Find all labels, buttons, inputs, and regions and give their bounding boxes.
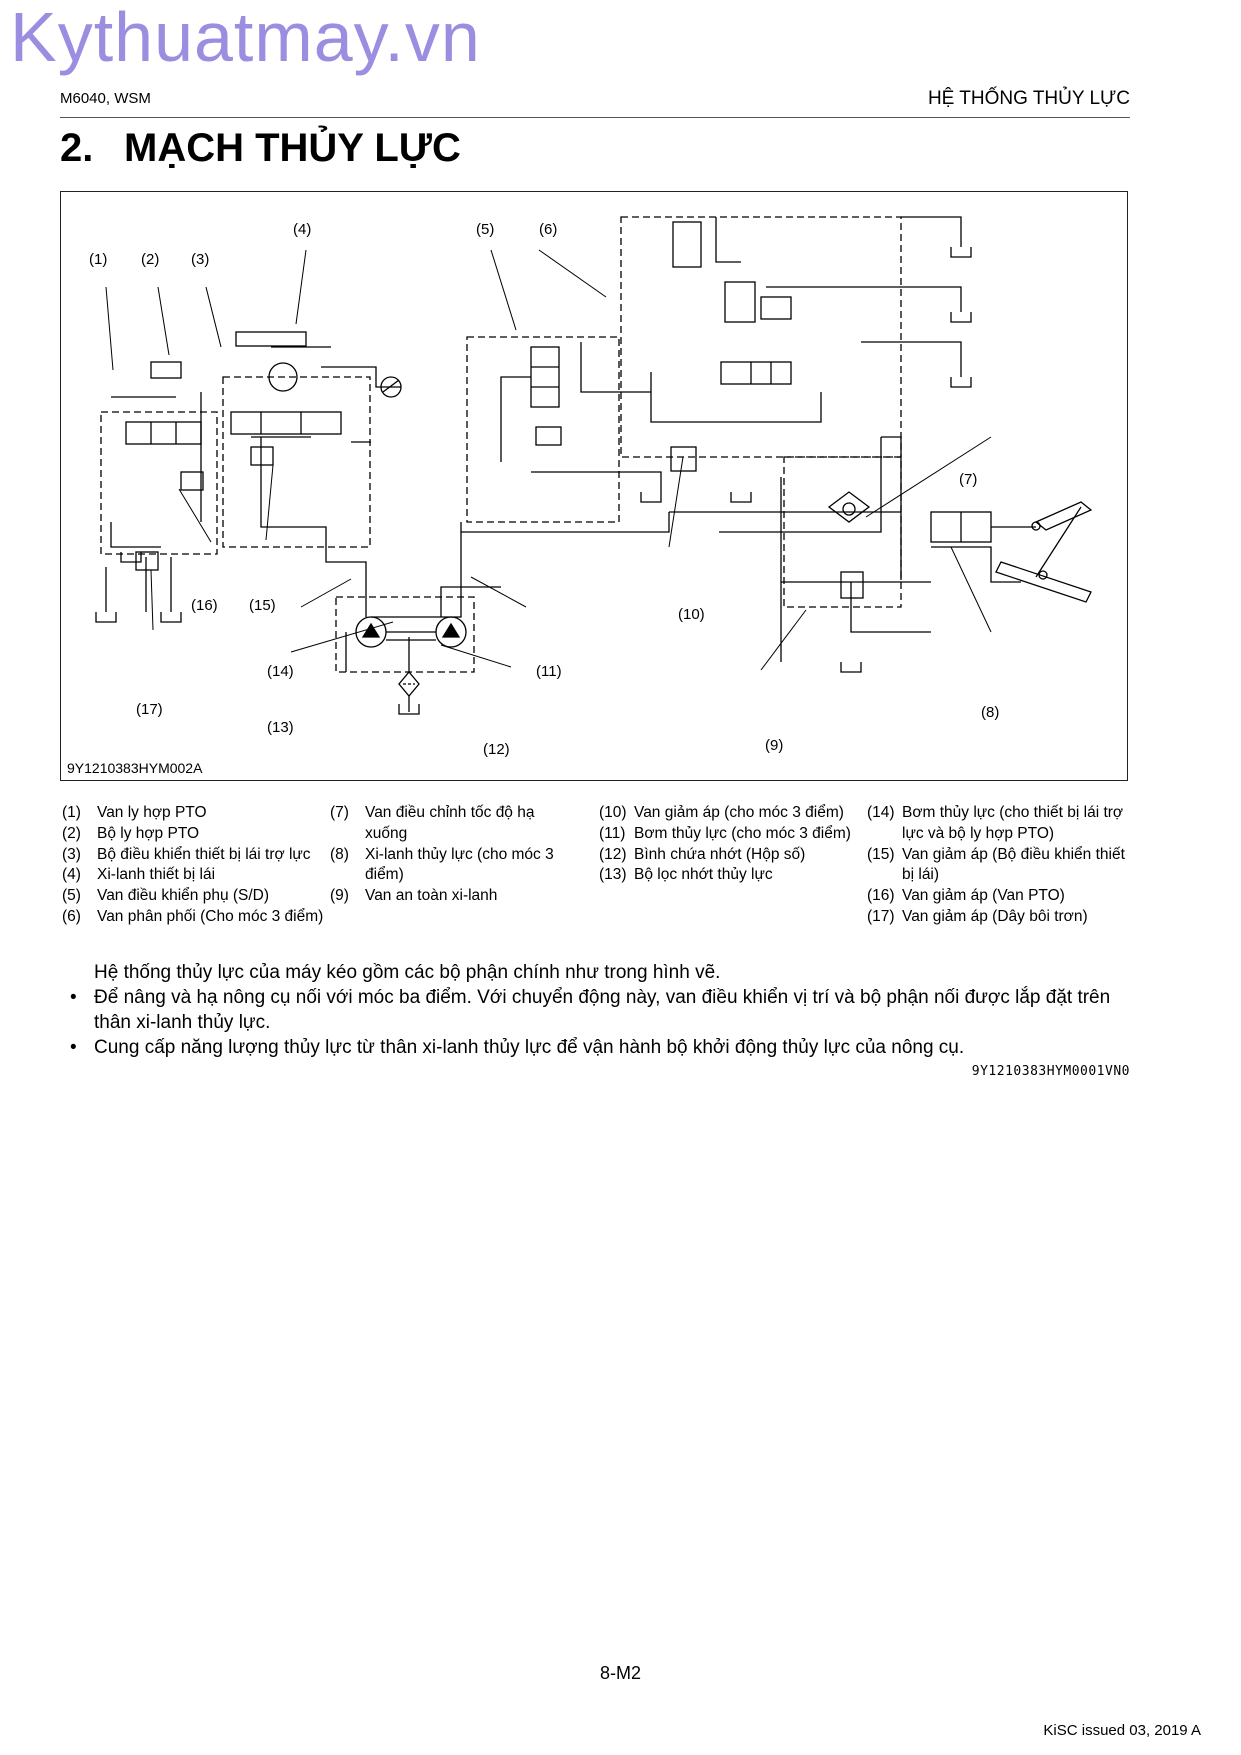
header-model: M6040, WSM [60, 90, 151, 107]
legend-item: (12)Bình chứa nhớt (Hộp số) [599, 845, 806, 863]
watermark: Kythuatmay.vn [10, 0, 481, 76]
valve-blocks [125, 221, 871, 599]
pressure-gauge [380, 376, 402, 398]
callout-16: (16) [191, 597, 218, 614]
legend-item: (4)Xi-lanh thiết bị lái [62, 866, 216, 884]
callout-labels: (1) (2) (3) (4) (5) (6) (7) (8) (9) (10)… [89, 221, 999, 758]
filter-tank [398, 670, 420, 715]
legend-item: (6)Van phân phối (Cho móc 3 điểm) [62, 907, 324, 925]
pumps [355, 616, 467, 648]
legend-item: (13)Bộ lọc nhớt thủy lực [599, 866, 773, 884]
legend-item: (5)Van điều khiển phụ (S/D) [62, 887, 270, 905]
title-text: MẠCH THỦY LỰC [124, 126, 461, 170]
callout-6: (6) [539, 221, 557, 238]
three-point-linkage [995, 501, 1093, 603]
header-section: HỆ THỐNG THỦY LỰC [927, 88, 1130, 109]
legend-item: (17)Van giảm áp (Dây bôi trơn) [867, 907, 1088, 925]
lift-cylinder [930, 511, 1036, 543]
callout-13: (13) [267, 719, 294, 736]
page-number: 8-M2 [599, 1663, 641, 1683]
callout-4: (4) [293, 221, 311, 238]
legend-item: (1)Van ly hợp PTO [62, 804, 207, 821]
callout-9: (9) [765, 737, 783, 754]
callout-12: (12) [483, 741, 510, 758]
callout-3: (3) [191, 251, 209, 268]
callout-15: (15) [249, 597, 276, 614]
callout-8: (8) [981, 704, 999, 721]
callout-17: (17) [136, 701, 163, 718]
callout-2: (2) [141, 251, 159, 268]
legend-item: (11)Bơm thủy lực (cho móc 3 điểm) [599, 824, 851, 842]
legend-item: (7)Van điều chỉnh tốc độ hạ xuống [330, 804, 535, 842]
legend-item: (8)Xi-lanh thủy lực (cho móc 3 điểm) [330, 845, 554, 884]
legend-item: (15)Van giảm áp (Bộ điều khiển thiết bị … [867, 845, 1125, 884]
legend-item: (14)Bơm thủy lực (cho thiết bị lái trợ l… [867, 804, 1124, 842]
body-text: Hệ thống thủy lực của máy kéo gồm các bộ… [70, 960, 1134, 1060]
callout-5: (5) [476, 221, 494, 238]
legend-col-2: (7)Van điều chỉnh tốc độ hạ xuống (8)Xi-… [328, 803, 568, 907]
callout-7: (7) [959, 471, 977, 488]
legend-col-3: (10)Van giảm áp (cho móc 3 điểm) (11)Bơm… [597, 803, 865, 886]
bullet-item: •Cung cấp năng lượng thủy lực từ thân xi… [70, 1037, 965, 1058]
circuit-drawing: (1) (2) (3) (4) (5) (6) (7) (8) (9) (10)… [89, 216, 1093, 758]
pressure-lines [105, 216, 1021, 672]
issue-note: KiSC issued 03, 2019 A [1043, 1722, 1201, 1739]
callout-14: (14) [267, 663, 294, 680]
callout-10: (10) [678, 606, 705, 623]
legend-col-4: (14)Bơm thủy lực (cho thiết bị lái trợ l… [865, 803, 1130, 928]
header-rule [60, 117, 1130, 118]
legend-item: (16)Van giảm áp (Van PTO) [867, 887, 1065, 905]
figure-code: 9Y1210383HYM002A [67, 760, 203, 776]
drain-tanks [95, 247, 972, 673]
component-boxes [100, 216, 902, 673]
legend-item: (3)Bộ điều khiển thiết bị lái trợ lực [62, 845, 311, 863]
page-title: 2. MẠCH THỦY LỰC [60, 126, 461, 171]
legend-item: (10)Van giảm áp (cho móc 3 điểm) [599, 804, 844, 821]
legend-item: (9)Van an toàn xi-lanh [330, 887, 498, 905]
hydraulic-circuit-diagram: (1) (2) (3) (4) (5) (6) (7) (8) (9) (10)… [60, 191, 1128, 781]
intro-paragraph: Hệ thống thủy lực của máy kéo gồm các bộ… [94, 962, 721, 983]
bullet-item: •Để nâng và hạ nông cụ nối với móc ba đi… [70, 987, 1111, 1033]
leader-lines [105, 249, 992, 671]
title-number: 2. [60, 126, 94, 170]
legend-col-1: (1)Van ly hợp PTO (2)Bộ ly hợp PTO (3)Bộ… [60, 803, 328, 928]
callout-1: (1) [89, 251, 107, 268]
legend-item: (2)Bộ ly hợp PTO [62, 824, 200, 842]
document-code: 9Y1210383HYM0001VN0 [971, 1064, 1130, 1079]
callout-11: (11) [536, 663, 562, 680]
